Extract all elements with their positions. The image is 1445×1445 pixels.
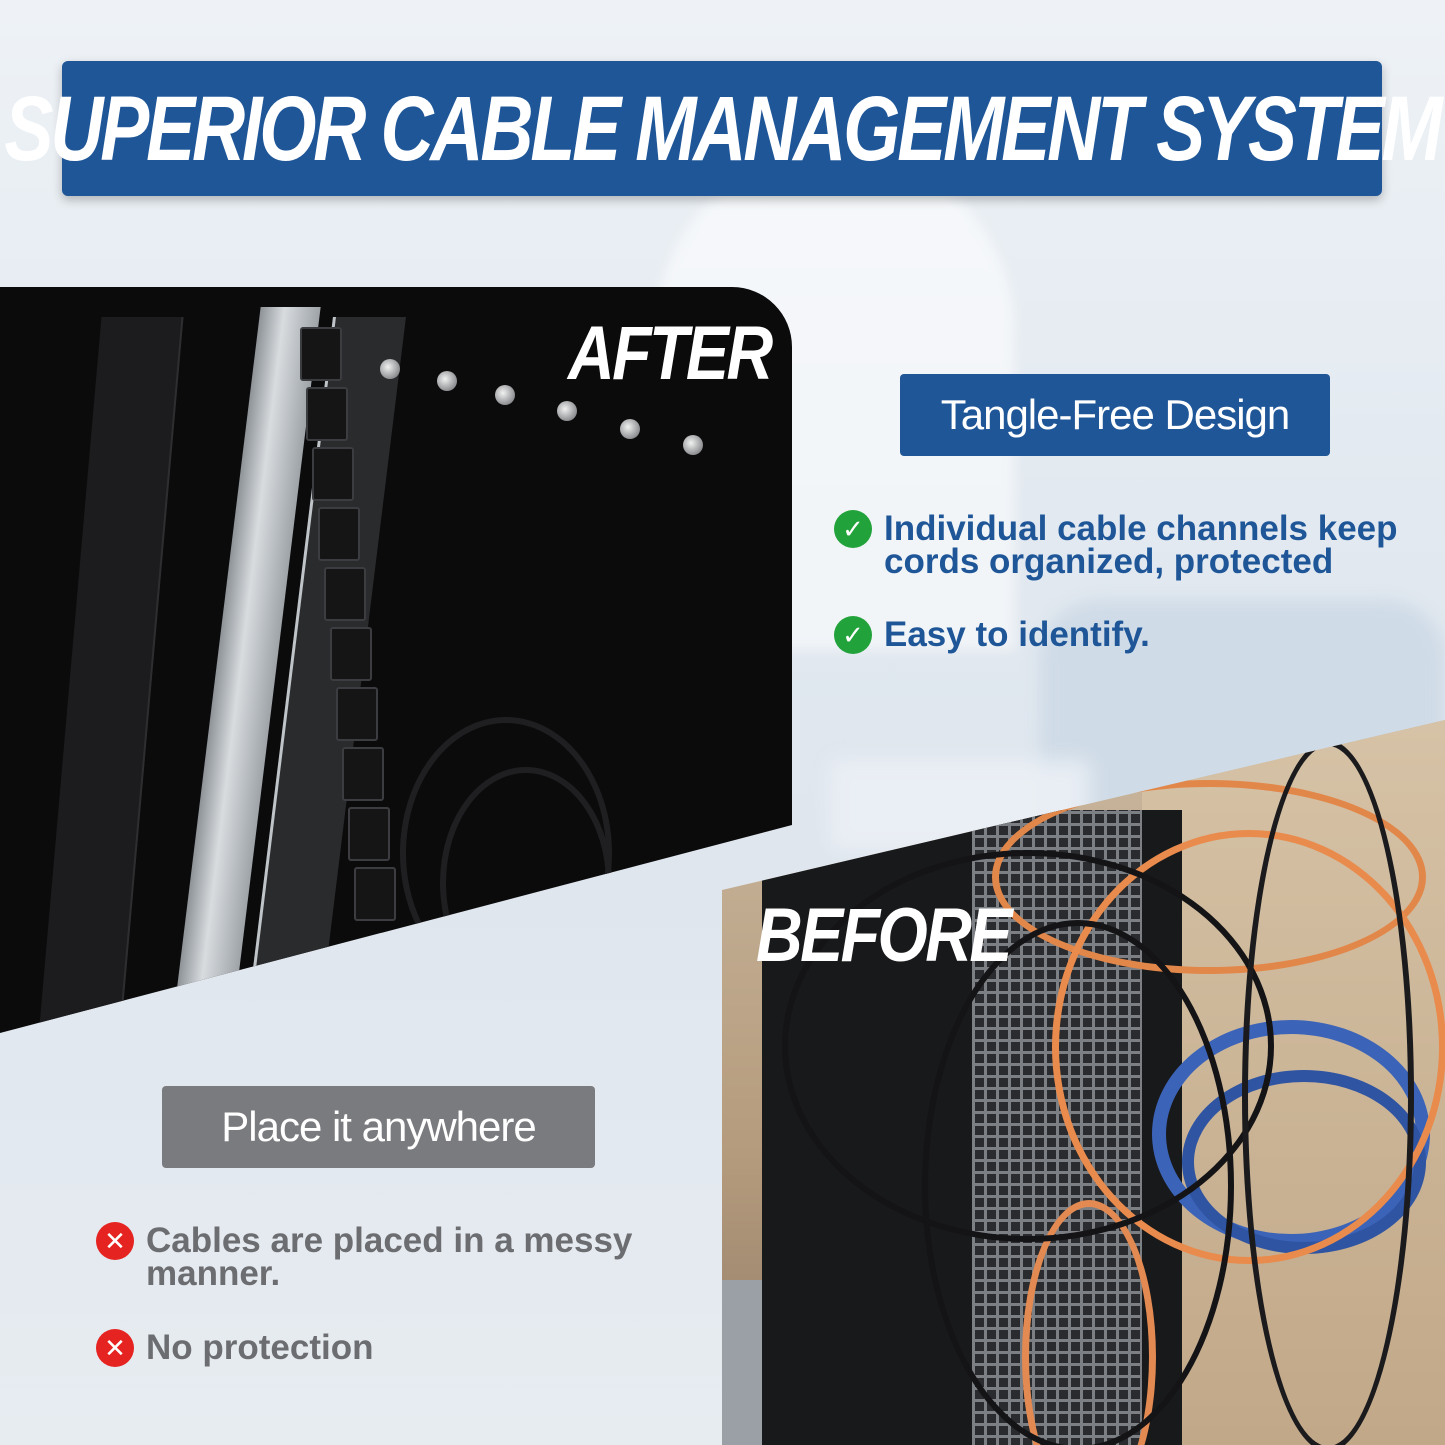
black-cable bbox=[922, 920, 1234, 1445]
outlet bbox=[354, 867, 396, 921]
floor-tile bbox=[722, 1280, 762, 1445]
feature-text: Individual cable channels keep cords org… bbox=[884, 509, 1398, 581]
feature-item: ✓ Individual cable channels keep cords o… bbox=[834, 509, 1424, 581]
cable bbox=[440, 767, 612, 999]
title-banner: SUPERIOR CABLE MANAGEMENT SYSTEM bbox=[4, 61, 1443, 196]
after-label: AFTER bbox=[568, 311, 773, 396]
place-anywhere-pill: Place it anywhere bbox=[162, 1086, 595, 1168]
tangle-free-label: Tangle-Free Design bbox=[940, 391, 1291, 438]
feature-text: Cables are placed in a messy manner. bbox=[146, 1221, 633, 1293]
before-photo bbox=[722, 720, 1445, 1445]
outlet bbox=[324, 567, 366, 621]
page-title: SUPERIOR CABLE MANAGEMENT SYSTEM bbox=[4, 77, 1442, 180]
cabinet-side-panel bbox=[38, 317, 184, 1033]
cross-icon: ✕ bbox=[96, 1222, 134, 1260]
outlet bbox=[318, 507, 360, 561]
outlet bbox=[330, 627, 372, 681]
bolt bbox=[620, 419, 640, 439]
feature-item: ✓ Easy to identify. bbox=[834, 615, 1424, 654]
before-label: BEFORE bbox=[756, 893, 1012, 978]
feature-item: ✕ No protection bbox=[96, 1328, 676, 1367]
outlet bbox=[306, 387, 348, 441]
feature-text: No protection bbox=[146, 1328, 374, 1367]
cross-icon: ✕ bbox=[96, 1329, 134, 1367]
outlet bbox=[342, 747, 384, 801]
outlet bbox=[300, 327, 342, 381]
place-anywhere-label: Place it anywhere bbox=[221, 1103, 537, 1150]
tangle-free-pill: Tangle-Free Design bbox=[900, 374, 1330, 456]
check-icon: ✓ bbox=[834, 510, 872, 548]
outlet bbox=[312, 447, 354, 501]
black-cable bbox=[1242, 740, 1414, 1445]
bolt bbox=[557, 401, 577, 421]
bolt bbox=[380, 359, 400, 379]
feature-text: Easy to identify. bbox=[884, 615, 1150, 654]
check-icon: ✓ bbox=[834, 616, 872, 654]
bolt bbox=[437, 371, 457, 391]
outlet bbox=[336, 687, 378, 741]
after-photo bbox=[0, 287, 792, 1033]
feature-item: ✕ Cables are placed in a messy manner. bbox=[96, 1221, 676, 1293]
bolt bbox=[495, 385, 515, 405]
outlet bbox=[348, 807, 390, 861]
bolt bbox=[683, 435, 703, 455]
